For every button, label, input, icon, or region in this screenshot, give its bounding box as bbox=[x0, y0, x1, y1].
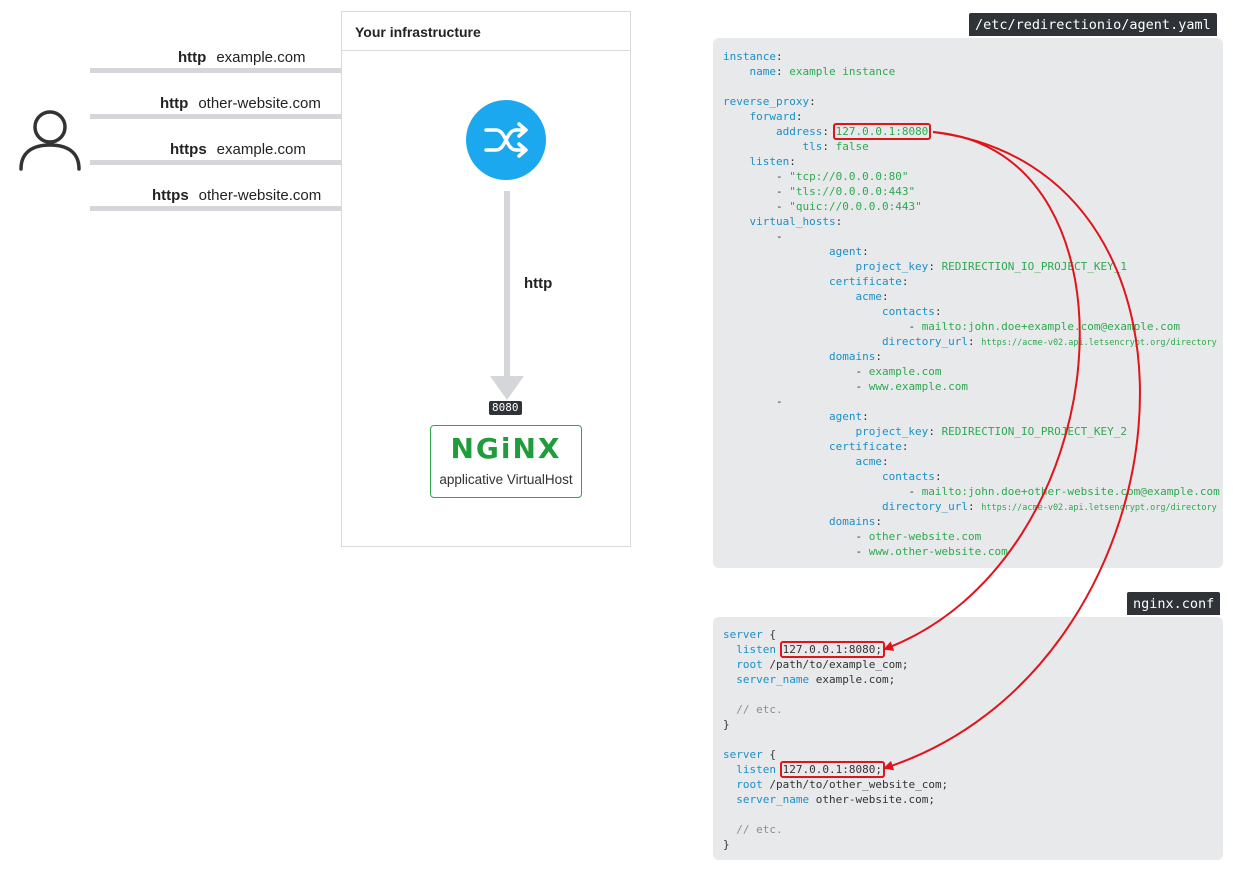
request-arrow-line bbox=[90, 160, 390, 165]
request-arrow-line bbox=[90, 206, 390, 211]
nginx-config-panel: server { listen 127.0.0.1:8080; root /pa… bbox=[713, 617, 1223, 860]
address-highlight: 127.0.0.1:8080 bbox=[832, 123, 932, 140]
user-icon bbox=[19, 110, 81, 171]
nginx-box: NGiNX applicative VirtualHost bbox=[430, 425, 582, 498]
listen-highlight: 127.0.0.1:8080; bbox=[779, 761, 885, 778]
nginx-config-filename: nginx.conf bbox=[1127, 592, 1221, 615]
listen-highlight: 127.0.0.1:8080; bbox=[779, 641, 885, 658]
request-arrow-line bbox=[90, 68, 397, 73]
internal-arrow-line bbox=[504, 191, 510, 378]
shuffle-icon bbox=[466, 100, 546, 180]
request-arrow-line bbox=[90, 114, 397, 119]
port-badge-8080: 8080 bbox=[489, 401, 522, 415]
agent-config-filename: /etc/redirectionio/agent.yaml bbox=[969, 13, 1217, 36]
agent-config-panel: instance: name: example instance reverse… bbox=[713, 38, 1223, 568]
nginx-caption: applicative VirtualHost bbox=[439, 472, 573, 487]
internal-protocol-label: http bbox=[524, 275, 553, 292]
internal-arrow-head bbox=[490, 376, 524, 400]
infrastructure-divider bbox=[342, 50, 630, 51]
infrastructure-title: Your infrastructure bbox=[355, 24, 481, 40]
nginx-logo: NGiNX bbox=[450, 432, 562, 465]
